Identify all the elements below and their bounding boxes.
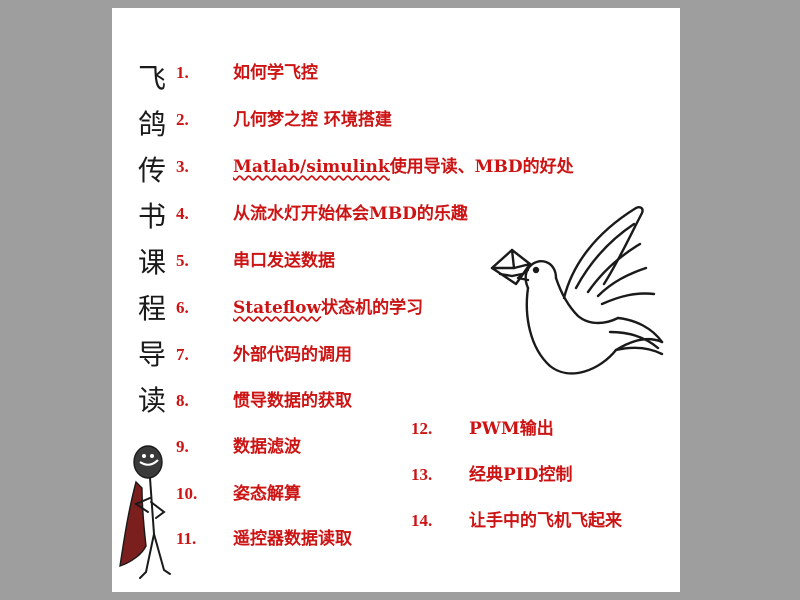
side-title-char: 程	[137, 292, 166, 325]
side-title-char: 传	[137, 154, 166, 187]
stick-figure-illustration	[119, 445, 171, 579]
item-number: 10.	[176, 484, 198, 503]
item-number: 3.	[176, 157, 189, 176]
slide: 飞 鸽 传 书 课 程 导 读 1. 如何学飞控 2. 几何梦之控 环境搭建 3…	[112, 8, 680, 592]
item-text: 几何梦之控 环境搭建	[233, 110, 392, 130]
list-item: 3. Matlab/simulink 使用导读、MBD的好处	[176, 152, 574, 177]
dove-illustration	[490, 206, 664, 375]
list-item: 1. 如何学飞控	[176, 58, 318, 83]
item-text: 串口发送数据	[233, 251, 335, 271]
item-number: 1.	[176, 63, 189, 82]
item-text: PWM输出	[469, 419, 554, 439]
side-title-char: 鸽	[137, 108, 166, 141]
item-number: 13.	[411, 465, 433, 484]
item-number: 11.	[176, 529, 197, 548]
item-text: 让手中的飞机飞起来	[469, 511, 622, 531]
side-title-char: 飞	[137, 62, 166, 95]
list-item: 10. 姿态解算	[176, 479, 301, 504]
item-link-text: Matlab/simulink	[233, 157, 390, 177]
list-item: 13. 经典PID控制	[411, 460, 572, 485]
item-number: 8.	[176, 391, 189, 410]
item-number: 12.	[411, 419, 433, 438]
item-text: 如何学飞控	[233, 63, 318, 83]
list-item: 7. 外部代码的调用	[176, 340, 352, 365]
list-item: 11. 遥控器数据读取	[176, 524, 352, 549]
item-number: 2.	[176, 110, 189, 129]
item-text: 状态机的学习	[321, 298, 424, 318]
list-item: 5. 串口发送数据	[176, 246, 335, 271]
item-text: 惯导数据的获取	[233, 391, 352, 411]
item-number: 5.	[176, 251, 189, 270]
side-title-char: 课	[137, 246, 166, 279]
item-link-text: Stateflow	[233, 298, 322, 318]
item-number: 4.	[176, 204, 189, 223]
item-number: 7.	[176, 345, 189, 364]
list-item: 12. PWM输出	[411, 414, 554, 439]
item-number: 9.	[176, 437, 189, 456]
item-text: 经典PID控制	[469, 465, 573, 485]
item-number: 6.	[176, 298, 189, 317]
item-text: 数据滤波	[233, 437, 301, 457]
side-title-char: 导	[137, 338, 166, 371]
item-text: 使用导读、MBD的好处	[389, 157, 574, 177]
list-item: 4. 从流水灯开始体会MBD的乐趣	[176, 199, 468, 224]
side-title-char: 书	[137, 200, 166, 233]
list-item: 9. 数据滤波	[176, 432, 301, 457]
list-item: 6. Stateflow 状态机的学习	[176, 293, 423, 318]
item-text: 外部代码的调用	[233, 345, 352, 365]
list-item: 8. 惯导数据的获取	[176, 386, 352, 411]
list-item: 14. 让手中的飞机飞起来	[411, 506, 622, 531]
item-text: 姿态解算	[233, 484, 301, 504]
side-title-char: 读	[137, 384, 166, 417]
list-item: 2. 几何梦之控 环境搭建	[176, 105, 392, 130]
item-text: 从流水灯开始体会MBD的乐趣	[233, 204, 468, 224]
item-number: 14.	[411, 511, 433, 530]
item-text: 遥控器数据读取	[233, 529, 352, 549]
side-title: 飞 鸽 传 书 课 程 导 读	[130, 56, 174, 424]
